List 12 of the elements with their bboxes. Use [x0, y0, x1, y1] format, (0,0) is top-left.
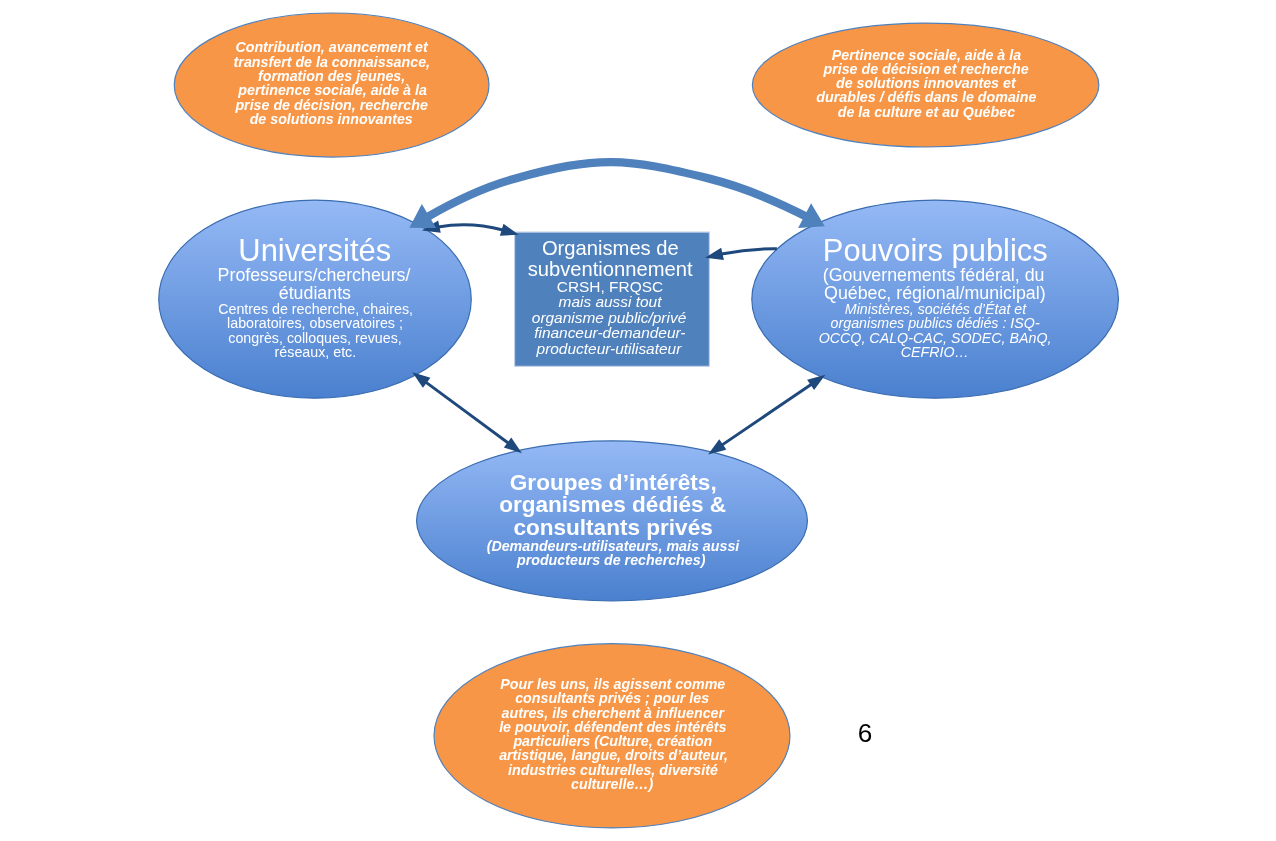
node-ellipse: Pour les uns, ils agissent comme consultants privés ; pour les autres, ils cherchent à influencer le pouvoir, défendent des intérêts particuliers (Culture, création artistique, langue, droits d’auteur, industries culturelles, diversité culturelle…) — [432, 643, 791, 829]
arrow — [707, 374, 825, 455]
node-ellipse: Universités Professeurs/chercheurs/ étudiants Centres de recherche, chaires, laboratoires, observatoires ; congrès, colloques, revues, réseaux, etc. — [157, 199, 472, 399]
arrow — [408, 157, 825, 229]
node-ellipse: Pouvoirs publics (Gouvernements fédéral, du Québec, régional/municipal) Ministères, sociétés d’État et organismes publics dédiés : ISQ-OCCQ, CALQ-CAC, SODEC, BAnQ, CEFRIO… — [750, 199, 1119, 399]
arrow — [704, 247, 777, 260]
node-ellipse: Contribution, avancement et transfert de la connaissance, formation des jeunes, pertinence sociale, aide à la prise de décision, recherche de solutions innovantes — [173, 12, 490, 158]
arrow — [421, 220, 519, 236]
node-ellipse: Pertinence sociale, aide à la prise de décision et recherche de solutions innovantes et durables / défis dans le domaine de la culture et au Québec — [751, 22, 1099, 148]
label: 6 — [857, 718, 872, 749]
arrow — [411, 372, 522, 454]
node-box: Organismes de subventionnement CRSH, FRQSC mais aussi tout organisme public/privé financeur-demandeur-producteur-utilisateur — [513, 231, 710, 367]
